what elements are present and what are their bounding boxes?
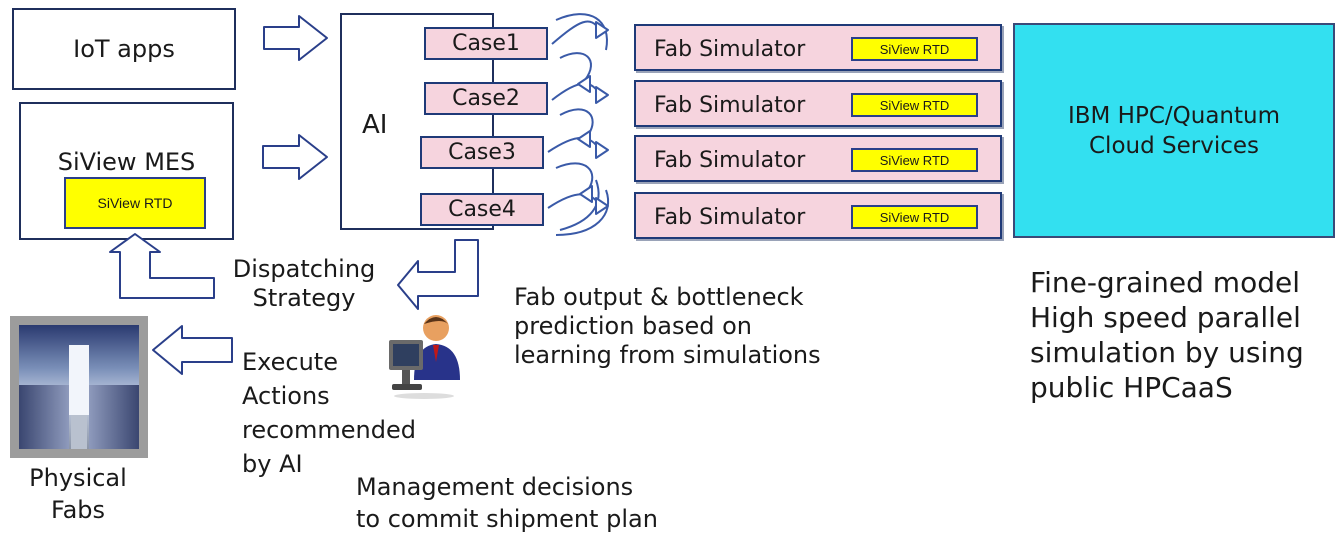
simulator-rtd-box: SiView RTD (851, 148, 978, 172)
fab-simulator-1: Fab Simulator SiView RTD (634, 24, 1002, 71)
fab-simulator-label: Fab Simulator (654, 205, 806, 230)
curved-arrow-9-icon (555, 13, 608, 51)
execute-actions-text: Execute Actions recommended by AI (242, 348, 416, 478)
curved-arrow-2-icon (559, 52, 592, 81)
curved-arrow-6-icon (555, 162, 594, 191)
arrow-return-mes-icon (109, 233, 215, 299)
iot-apps-label: IoT apps (73, 35, 175, 63)
siview-mes-rtd-box: SiView RTD (64, 177, 206, 229)
arrow-iot-to-ai-icon (263, 15, 328, 61)
person-computer-icon (384, 310, 464, 400)
case-box-4: Case4 (420, 193, 544, 226)
simulator-rtd-box: SiView RTD (851, 205, 978, 229)
curved-arrow-10-icon (555, 189, 609, 236)
fab-simulator-2: Fab Simulator SiView RTD (634, 80, 1002, 127)
management-decisions-text: Management decisions to commit shipment … (356, 473, 658, 533)
case-box-1: Case1 (424, 27, 548, 60)
siview-mes-label: SiView MES (57, 148, 196, 176)
case-box-3: Case3 (420, 136, 544, 169)
fab-simulator-4: Fab Simulator SiView RTD (634, 192, 1002, 239)
fab-simulator-label: Fab Simulator (654, 148, 806, 173)
curved-arrow-1-icon (551, 20, 601, 45)
simulator-rtd-box: SiView RTD (851, 37, 978, 61)
curved-arrow-8-icon (559, 179, 600, 231)
fab-simulator-label: Fab Simulator (654, 93, 806, 118)
case-box-2: Case2 (424, 82, 548, 115)
arrow-mes-to-ai-icon (262, 134, 328, 180)
curved-arrow-4-icon (559, 108, 594, 136)
cloud-notes-text: Fine-grained model High speed parallel s… (1030, 266, 1304, 404)
prediction-text: Fab output & bottleneck prediction based… (514, 283, 821, 369)
ai-label: AI (362, 110, 388, 140)
fab-simulator-label: Fab Simulator (654, 37, 806, 62)
arrow-to-physical-fabs-icon (152, 325, 233, 375)
cloud-services-line1: IBM HPC/Quantum (1067, 102, 1281, 129)
curved-arrow-3-icon (551, 82, 601, 101)
simulator-rtd-box: SiView RTD (851, 93, 978, 117)
physical-fabs-label: Physical Fabs (29, 464, 127, 524)
dispatching-strategy-text: Dispatching Strategy (232, 255, 376, 312)
curved-arrow-5-icon (547, 136, 601, 153)
fab-simulator-3: Fab Simulator SiView RTD (634, 135, 1002, 182)
arrow-ai-dispatch-icon (397, 239, 479, 310)
physical-fabs-photo (10, 316, 148, 458)
iot-apps-box: IoT apps (12, 8, 236, 90)
cloud-services-box: IBM HPC/Quantum Cloud Services (1013, 23, 1335, 238)
cloud-services-line2: Cloud Services (1089, 132, 1259, 159)
